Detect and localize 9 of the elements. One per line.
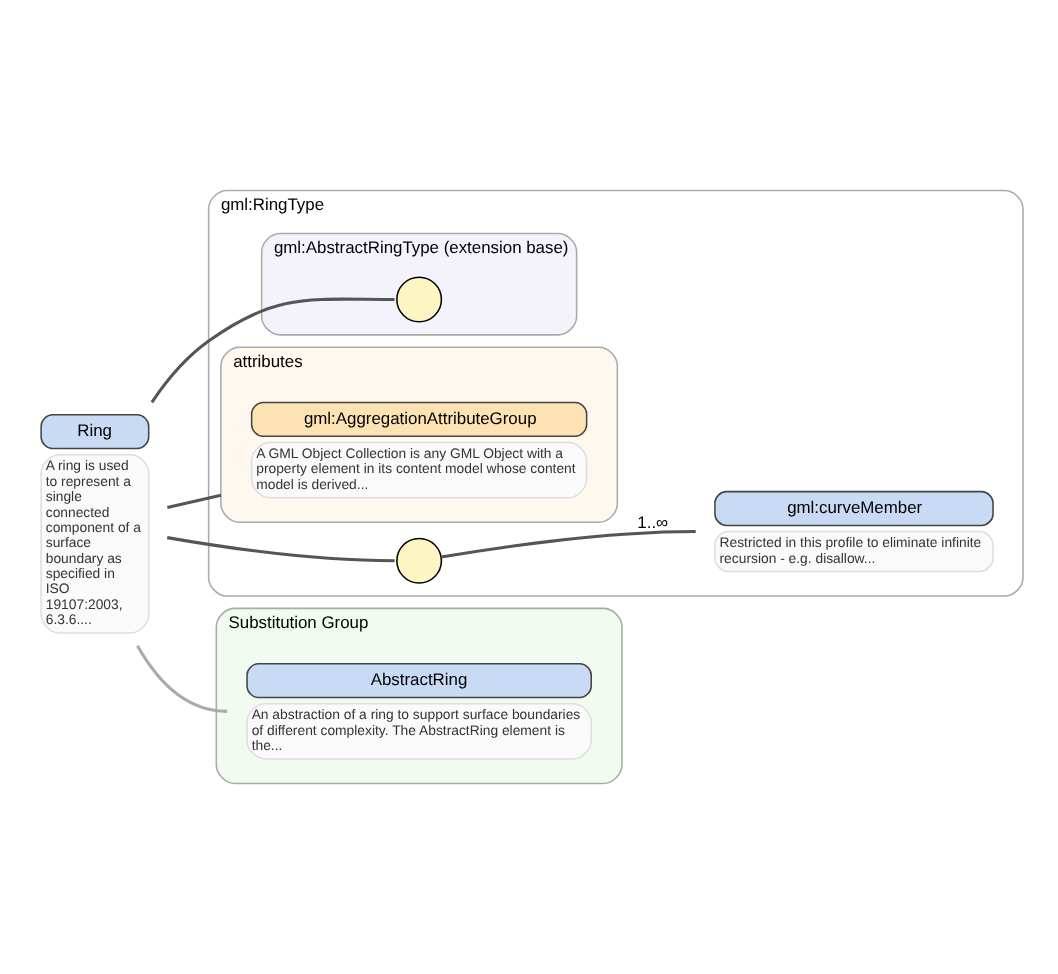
node-circle xyxy=(396,537,443,584)
connector xyxy=(166,536,395,563)
cluster: gml:AbstractRingType (extension base) xyxy=(260,232,578,336)
connector xyxy=(441,530,696,559)
connector xyxy=(166,493,222,510)
connector xyxy=(150,297,395,404)
connector xyxy=(136,645,228,713)
node-circle xyxy=(396,276,443,323)
edge-label: 1..∞ xyxy=(637,512,669,533)
